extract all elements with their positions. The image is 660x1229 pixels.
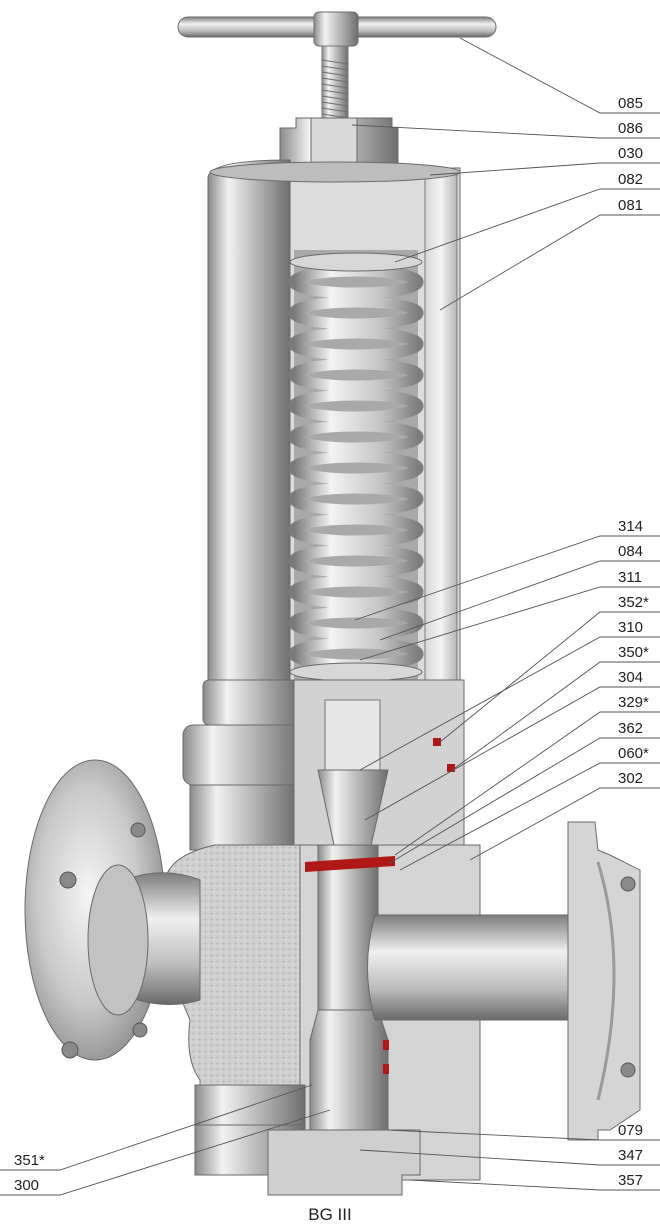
leader-line <box>439 611 660 743</box>
leader-line <box>351 124 660 139</box>
spring-coil <box>288 575 424 609</box>
part-label: 084 <box>618 543 643 560</box>
leader-line <box>459 37 660 114</box>
t-handle <box>177 11 497 47</box>
leader-line <box>0 1084 313 1171</box>
screw-thread <box>321 59 349 65</box>
spring-coil <box>288 389 424 423</box>
leader-line <box>364 686 660 821</box>
spring-coil <box>288 482 424 516</box>
spring-coil <box>288 420 424 454</box>
leader-lines <box>0 37 660 1196</box>
part-label: 082 <box>618 171 643 188</box>
leader-line <box>0 1109 331 1196</box>
part-label: 352* <box>618 594 649 611</box>
part-label: 060* <box>618 745 649 762</box>
leader-line <box>454 661 660 769</box>
part-label: 086 <box>618 120 643 137</box>
outlet-pipe <box>367 821 641 1141</box>
part-label: 081 <box>618 197 643 214</box>
screw-thread <box>321 101 349 107</box>
leader-line <box>399 762 660 871</box>
spring-coil <box>288 358 424 392</box>
part-label: 304 <box>618 669 643 686</box>
part-label: 300 <box>14 1177 39 1194</box>
screw-thread <box>321 113 349 119</box>
screw-thread <box>321 83 349 89</box>
leader-line <box>394 188 660 263</box>
spring-coil <box>288 296 424 330</box>
leader-line <box>387 737 660 865</box>
part-label: 357 <box>618 1172 643 1189</box>
spring-coil <box>288 513 424 547</box>
spring-coil <box>288 606 424 640</box>
spring-coil <box>288 451 424 485</box>
part-label: 079 <box>618 1122 643 1139</box>
part-label: 302 <box>618 770 643 787</box>
spring-coil <box>288 327 424 361</box>
part-label: 030 <box>618 145 643 162</box>
leader-line <box>394 711 660 856</box>
part-labels: 085 086 030 082 081 314 084 311 352* 310 350* 304 32… <box>14 95 649 1194</box>
screw-thread <box>321 77 349 83</box>
part-label: 085 <box>618 95 643 112</box>
screw-thread <box>321 71 349 77</box>
part-label: 314 <box>618 518 643 535</box>
leader-line <box>359 586 660 661</box>
part-label: 362 <box>618 720 643 737</box>
inlet-flange <box>24 759 201 1061</box>
part-label: 351* <box>14 1152 45 1169</box>
leader-line <box>409 1179 660 1191</box>
screw-thread <box>321 89 349 95</box>
part-label: 329* <box>618 694 649 711</box>
spring <box>288 250 424 682</box>
spring-coil <box>288 544 424 578</box>
leader-line <box>379 560 660 641</box>
screw-thread <box>321 65 349 71</box>
figure-caption: BG III <box>308 1205 351 1224</box>
leader-line <box>469 787 660 861</box>
gasket-seals <box>305 738 455 1074</box>
part-label: 347 <box>618 1147 643 1164</box>
part-label: 310 <box>618 619 643 636</box>
leader-line <box>354 535 660 621</box>
leader-line <box>439 214 660 311</box>
screw-thread <box>321 107 349 113</box>
leader-line <box>429 162 660 176</box>
leader-line <box>359 1149 660 1166</box>
leader-line <box>387 1129 660 1141</box>
part-label: 350* <box>618 644 649 661</box>
part-label: 311 <box>618 569 642 586</box>
screw-thread <box>321 95 349 101</box>
leader-line <box>359 636 660 771</box>
